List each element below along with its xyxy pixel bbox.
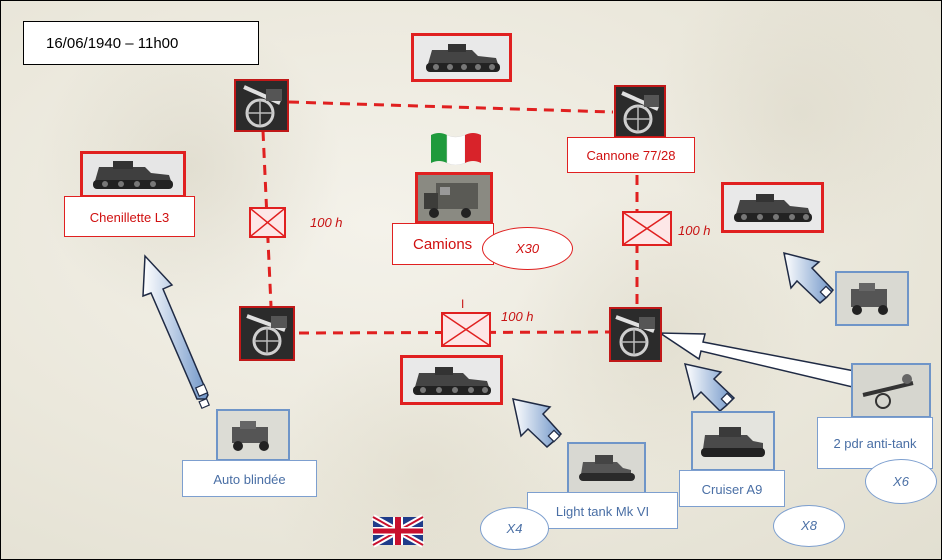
camions-count-text: X30 (515, 241, 540, 256)
tank-icon (569, 444, 644, 492)
antitank-label: 2 pdr anti-tank (817, 417, 933, 469)
chenillette-label-text: Chenillette L3 (89, 210, 170, 225)
light-tank-count-oval: X4 (480, 507, 549, 550)
light-tank-photo (567, 442, 646, 494)
antitank-label-text: 2 pdr anti-tank (833, 436, 917, 451)
camions-count-oval: X30 (482, 227, 573, 270)
artillery-top-left (234, 79, 289, 132)
armored-car-icon (218, 411, 288, 459)
armored-car-icon (837, 273, 907, 324)
auto-blindee-label-text: Auto blindée (213, 472, 286, 487)
attack-arrow-right-armored-car (783, 251, 835, 305)
camions-label: Camions (392, 223, 494, 265)
italian-flag-icon (429, 129, 483, 166)
tank-icon (693, 413, 773, 469)
antitank-count-text: X6 (893, 474, 909, 489)
italian-tank-top (411, 33, 512, 82)
light-tank-label-text: Light tank Mk VI (555, 504, 650, 519)
tank-icon (414, 36, 509, 79)
artillery-icon (853, 365, 929, 416)
infantry-hq-icon (623, 212, 671, 245)
infantry-hq-icon (250, 208, 285, 237)
infantry-hq-left (249, 207, 286, 238)
tank-icon (724, 185, 821, 230)
camions-label-text: Camions (413, 236, 473, 253)
distance-label-right: 100 h (678, 223, 711, 238)
attack-arrow-cruiser (683, 363, 736, 413)
cannone-label: Cannone 77/28 (567, 137, 695, 173)
auto-blindee-label: Auto blindée (182, 460, 317, 497)
hq-marker: I (461, 297, 465, 311)
cruiser-count-text: X8 (801, 518, 817, 533)
datetime-box: 16/06/1940 – 11h00 (23, 21, 259, 65)
union-jack-icon (371, 513, 425, 549)
artillery-bottom-right (609, 307, 662, 362)
chenillette-label: Chenillette L3 (64, 196, 195, 237)
artillery-icon (616, 87, 664, 136)
truck-icon (418, 175, 490, 221)
cruiser-count-oval: X8 (773, 505, 845, 547)
italian-tank-right (721, 182, 824, 233)
cruiser-photo (691, 411, 775, 471)
artillery-icon (236, 81, 287, 130)
distance-label-bottom: 100 h (501, 309, 534, 324)
tank-icon (403, 358, 500, 402)
camions-photo (415, 172, 493, 224)
attack-arrow-auto-blindee (142, 254, 211, 410)
chenillette-photo (80, 151, 186, 198)
perimeter-top (288, 100, 614, 114)
antitank-photo (851, 363, 931, 418)
infantry-hq-bottom (441, 312, 491, 347)
light-tank-label: Light tank Mk VI (527, 492, 678, 529)
artillery-icon (611, 309, 660, 360)
auto-blindee-photo (216, 409, 290, 461)
artillery-icon (241, 308, 293, 359)
tank-icon (83, 154, 183, 195)
cruiser-label: Cruiser A9 (679, 470, 785, 507)
light-tank-count-text: X4 (506, 521, 523, 536)
artillery-top-right (614, 85, 666, 138)
artillery-bottom-left (239, 306, 295, 361)
distance-label-left: 100 h (310, 215, 343, 230)
datetime-text: 16/06/1940 – 11h00 (46, 35, 179, 52)
cannone-label-text: Cannone 77/28 (586, 148, 676, 163)
italian-tank-bottom (400, 355, 503, 405)
infantry-hq-icon (442, 313, 490, 346)
infantry-hq-right (622, 211, 672, 246)
british-armored-car-right (835, 271, 909, 326)
attack-arrow-light-tank (512, 398, 563, 449)
antitank-count-oval: X6 (865, 459, 937, 504)
cruiser-label-text: Cruiser A9 (701, 482, 763, 497)
